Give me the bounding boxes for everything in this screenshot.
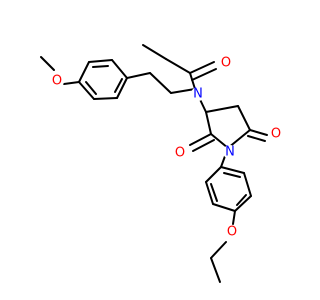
bond xyxy=(205,166,222,183)
atom-label: O xyxy=(52,74,62,89)
nitrogen-atom: N xyxy=(191,87,205,102)
bond xyxy=(63,81,80,85)
bond xyxy=(40,56,55,71)
oxygen-atom: O xyxy=(269,127,283,142)
oxygen-atom: O xyxy=(50,74,64,89)
atom-label: O xyxy=(221,56,231,71)
bond xyxy=(88,59,113,63)
atom-label-background xyxy=(50,74,64,88)
bond xyxy=(234,195,252,212)
atom-layer: O N O N O O O xyxy=(50,56,283,240)
oxygen-atom: O xyxy=(219,56,233,71)
oxygen-atom: O xyxy=(225,225,239,240)
bond xyxy=(191,68,217,81)
oxygen-atom: O xyxy=(173,146,187,161)
bond xyxy=(247,135,266,142)
atom-label: O xyxy=(271,127,281,142)
bond xyxy=(114,78,123,93)
bond xyxy=(116,77,128,99)
bond xyxy=(170,88,196,94)
atom-label-background xyxy=(219,56,233,70)
bond xyxy=(237,105,251,131)
bond xyxy=(232,210,236,225)
bond xyxy=(205,111,212,135)
molecule-diagram: O N O N O O O xyxy=(40,44,283,283)
bond xyxy=(189,72,196,90)
bond xyxy=(78,61,90,83)
bond xyxy=(192,139,215,152)
bond xyxy=(205,105,239,113)
atom-label-background xyxy=(173,146,187,160)
bond xyxy=(92,65,109,68)
bond xyxy=(227,129,251,149)
bond xyxy=(189,61,215,74)
bond xyxy=(189,133,212,146)
atom-label: O xyxy=(227,225,237,240)
bond-layer xyxy=(40,44,268,283)
bond xyxy=(210,241,227,259)
bond xyxy=(243,172,252,197)
bond xyxy=(165,58,191,74)
atom-label-background xyxy=(225,225,239,239)
bond xyxy=(93,97,118,100)
atom-label: N xyxy=(193,87,203,102)
atom-label: O xyxy=(175,146,185,161)
bond xyxy=(78,81,95,100)
nitrogen-atom: N xyxy=(223,145,237,160)
bond xyxy=(249,129,268,136)
bond xyxy=(223,172,241,178)
bond xyxy=(236,194,247,206)
bond xyxy=(126,72,151,79)
bond xyxy=(210,133,229,149)
structure-canvas: O N O N O O O xyxy=(40,44,283,283)
bond xyxy=(149,72,172,94)
bond xyxy=(212,203,236,212)
atom-label: N xyxy=(225,145,235,160)
bond xyxy=(220,166,245,174)
bond xyxy=(210,257,221,283)
bond xyxy=(85,81,97,95)
bond xyxy=(205,181,214,205)
atom-label-background xyxy=(191,87,205,101)
bond xyxy=(210,183,218,202)
bond xyxy=(142,44,167,60)
atom-label-background xyxy=(223,145,237,159)
atom-label-background xyxy=(269,127,283,141)
bond xyxy=(111,59,128,79)
